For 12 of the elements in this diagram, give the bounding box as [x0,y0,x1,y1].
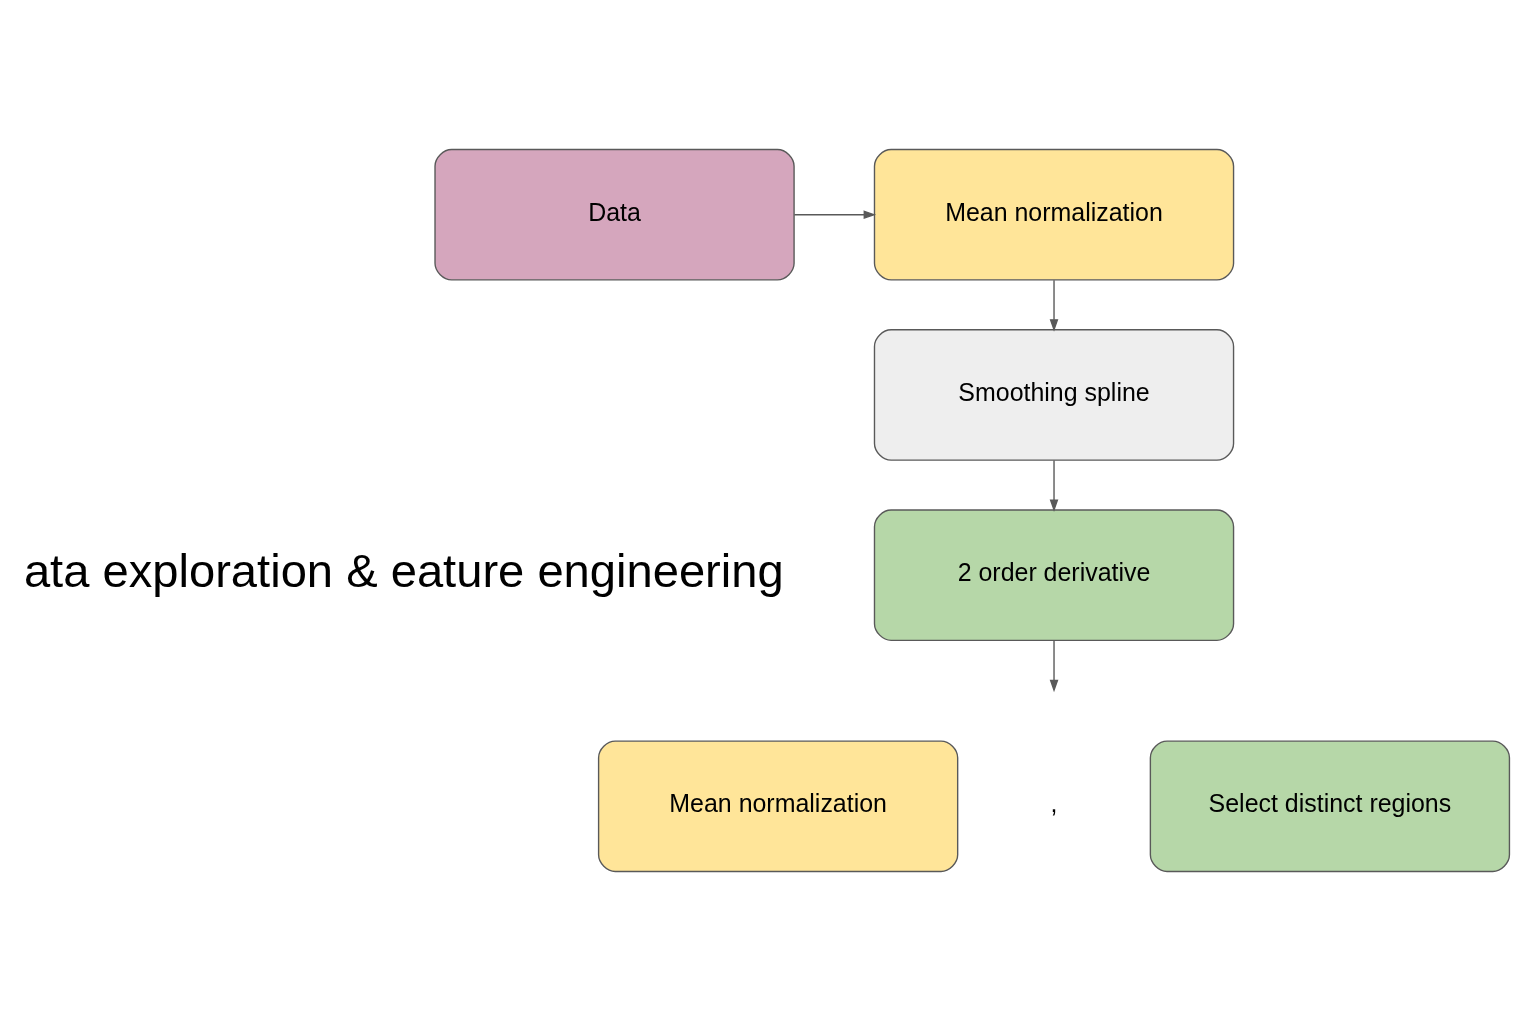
node-box: Select distinct regions [1149,740,1511,873]
node-box: Mean normalization [597,740,959,873]
node-box: Data [434,148,795,281]
node-box: Smoothing spline [873,329,1235,461]
arrow [1049,459,1059,512]
arrow [1049,640,1059,693]
label: ata exploration & eature engineering [23,544,784,598]
label: , [1050,789,1058,818]
arrow [1049,279,1059,332]
arrow [793,210,877,220]
node-box: Mean normalization [873,148,1235,281]
node-box: 2 order derivative [873,509,1235,641]
